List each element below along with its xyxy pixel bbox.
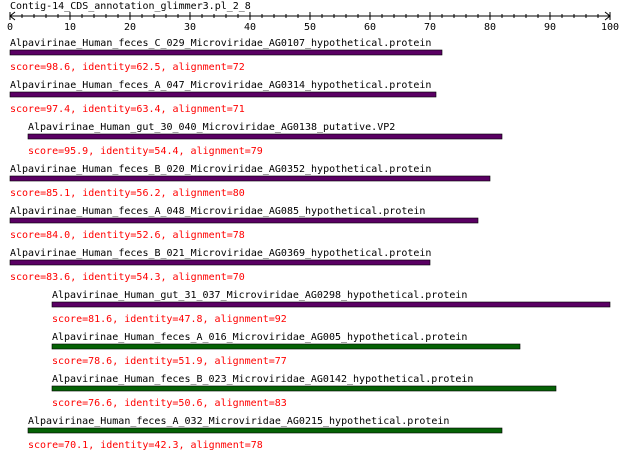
hit-row: Alpavirinae_Human_feces_B_023_Microvirid… — [51, 374, 557, 409]
hit-stats: score=83.6, identity=54.3, alignment=70 — [10, 272, 245, 283]
tick-label: 60 — [364, 22, 376, 33]
hit-row: Alpavirinae_Human_gut_31_037_Microvirida… — [51, 290, 611, 325]
hit-row: Alpavirinae_Human_feces_C_029_Microvirid… — [9, 38, 443, 73]
hit-stats: score=76.6, identity=50.6, alignment=83 — [52, 398, 287, 409]
hit-stats: score=98.6, identity=62.5, alignment=72 — [10, 62, 245, 73]
hit-bar — [51, 343, 521, 350]
scale-axis: 0 10 20 30 40 50 60 70 80 90 100 — [7, 11, 619, 33]
hit-bar — [51, 385, 557, 392]
hit-bar — [27, 427, 503, 434]
tick-label: 30 — [184, 22, 196, 33]
hit-bar — [9, 49, 443, 56]
hit-name: Alpavirinae_Human_feces_B_021_Microvirid… — [10, 248, 431, 259]
hit-name: Alpavirinae_Human_feces_C_029_Microvirid… — [10, 38, 431, 49]
hit-stats: score=70.1, identity=42.3, alignment=78 — [28, 440, 263, 451]
hit-stats: score=84.0, identity=52.6, alignment=78 — [10, 230, 245, 241]
hit-row: Alpavirinae_Human_feces_A_047_Microvirid… — [9, 80, 437, 115]
hit-row: Alpavirinae_Human_feces_B_020_Microvirid… — [9, 164, 491, 199]
hit-row: Alpavirinae_Human_feces_A_032_Microvirid… — [27, 416, 503, 451]
hit-name: Alpavirinae_Human_feces_A_047_Microvirid… — [10, 80, 431, 91]
hit-name: Alpavirinae_Human_feces_B_023_Microvirid… — [52, 374, 473, 385]
hit-bar — [27, 133, 503, 140]
diagram-title: Contig-14_CDS_annotation_glimmer3.pl_2_8 — [10, 1, 251, 12]
tick-label: 0 — [7, 22, 13, 33]
hit-row: Alpavirinae_Human_feces_A_048_Microvirid… — [9, 206, 479, 241]
hit-name: Alpavirinae_Human_feces_A_032_Microvirid… — [28, 416, 449, 427]
hit-bar — [9, 217, 479, 224]
tick-label: 50 — [304, 22, 316, 33]
hit-bar — [9, 175, 491, 182]
hit-row: Alpavirinae_Human_gut_30_040_Microvirida… — [27, 122, 503, 157]
hit-stats: score=95.9, identity=54.4, alignment=79 — [28, 146, 263, 157]
tick-label: 90 — [544, 22, 556, 33]
hit-name: Alpavirinae_Human_gut_30_040_Microvirida… — [28, 122, 395, 133]
hit-list: Alpavirinae_Human_feces_C_029_Microvirid… — [9, 38, 611, 451]
hit-stats: score=85.1, identity=56.2, alignment=80 — [10, 188, 245, 199]
hit-row: Alpavirinae_Human_feces_A_016_Microvirid… — [51, 332, 521, 367]
hit-name: Alpavirinae_Human_feces_A_016_Microvirid… — [52, 332, 467, 343]
hit-name: Alpavirinae_Human_gut_31_037_Microvirida… — [52, 290, 467, 301]
tick-label: 10 — [64, 22, 76, 33]
tick-label: 80 — [484, 22, 496, 33]
tick-label: 100 — [601, 22, 619, 33]
tick-label: 70 — [424, 22, 436, 33]
hit-stats: score=97.4, identity=63.4, alignment=71 — [10, 104, 245, 115]
hit-stats: score=78.6, identity=51.9, alignment=77 — [52, 356, 287, 367]
hit-name: Alpavirinae_Human_feces_B_020_Microvirid… — [10, 164, 431, 175]
tick-label: 40 — [244, 22, 256, 33]
hit-bar — [51, 301, 611, 308]
hit-stats: score=81.6, identity=47.8, alignment=92 — [52, 314, 287, 325]
hit-bar — [9, 259, 431, 266]
hit-name: Alpavirinae_Human_feces_A_048_Microvirid… — [10, 206, 425, 217]
hit-bar — [9, 91, 437, 98]
hit-row: Alpavirinae_Human_feces_B_021_Microvirid… — [9, 248, 431, 283]
tick-label: 20 — [124, 22, 136, 33]
